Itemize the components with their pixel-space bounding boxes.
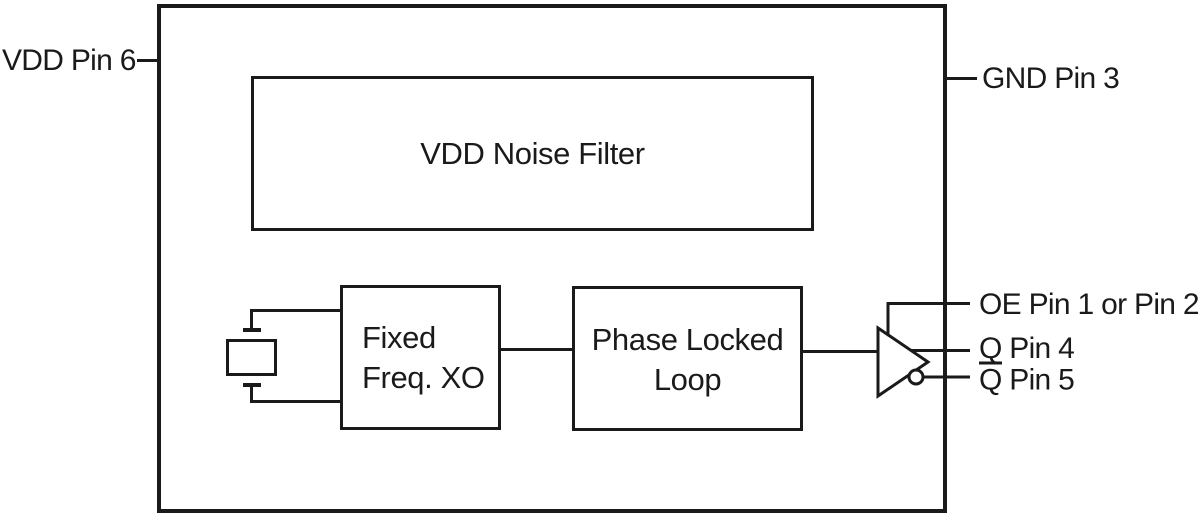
crystal-body: [226, 339, 277, 376]
pin-label-vdd: VDD Pin 6: [2, 44, 136, 77]
qbar-overlined-q: Q: [979, 361, 1002, 397]
crystal-icon: [226, 328, 277, 387]
crystal-top-wire: [250, 309, 343, 312]
block-vdd-noise-filter: VDD Noise Filter: [251, 76, 814, 231]
pin-label-q: Q Pin 4: [979, 332, 1075, 365]
qbar-rest: Pin 5: [1001, 363, 1075, 397]
wire-xo-to-pll: [498, 348, 576, 351]
crystal-bottom-wire: [250, 400, 343, 403]
pin-label-oe: OE Pin 1 or Pin 2: [979, 288, 1200, 321]
gnd-pin-tick: [944, 77, 977, 80]
pll-label-line1: Phase Locked: [591, 322, 784, 357]
crystal-bottom-stub: [250, 385, 253, 403]
pin-label-qbar: Q Pin 5: [979, 361, 1075, 399]
wire-pll-to-buffer: [800, 350, 880, 353]
pin-label-gnd: GND Pin 3: [982, 62, 1120, 95]
block-pll: Phase Locked Loop: [572, 286, 803, 431]
buffer-triangle-icon: [876, 325, 931, 399]
crystal-top-stub: [250, 309, 253, 331]
block-fixed-freq-xo: Fixed Freq. XO: [340, 285, 501, 430]
output-buffer-icon: [876, 302, 970, 399]
xo-label-line2: Freq. XO: [362, 359, 485, 395]
vdd-pin-tick: [137, 59, 159, 62]
xo-label-line1: Fixed: [362, 319, 436, 355]
crystal-top-plate: [243, 328, 261, 332]
pll-label-line2: Loop: [653, 362, 722, 397]
inversion-bubble-icon: [907, 368, 925, 386]
vdd-noise-filter-label: VDD Noise Filter: [420, 135, 645, 171]
